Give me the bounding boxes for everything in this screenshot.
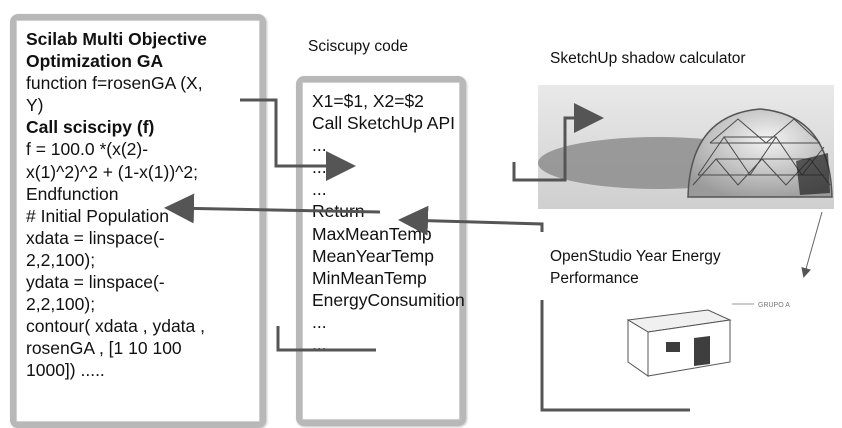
sciscupy-code-line: ... — [312, 135, 327, 156]
sketchup-title: SketchUp shadow calculator — [550, 50, 746, 67]
dome-opening — [796, 153, 830, 195]
arrow-bottom-connector — [540, 300, 690, 412]
scilab-code-line: 1000]) ..... — [26, 360, 105, 381]
openstudio-title-line2: Performance — [550, 270, 639, 287]
scilab-code-line: function f=rosenGA (X, — [26, 73, 203, 94]
scilab-code-line: contour( xdata , ydata , — [26, 316, 205, 337]
arrow-sciscupy-to-scilab — [164, 193, 381, 224]
window-shape — [666, 342, 680, 352]
scilab-code-line: ydata = linspace(- — [26, 272, 165, 293]
sciscupy-title: Sciscupy code — [308, 38, 408, 55]
sciscupy-code-line: MeanYearTemp — [312, 245, 434, 266]
sciscupy-code-line: MinMeanTemp — [312, 267, 427, 288]
scilab-code-line: xdata = linspace(- — [26, 227, 165, 248]
sciscupy-code-line: X1=$1, X2=$2 — [312, 91, 424, 111]
scilab-code-line: Scilab Multi Objective — [26, 29, 207, 49]
arrow-sketchup-to-openstudio — [801, 211, 823, 278]
arrow-scilab-to-sciscupy — [240, 98, 356, 181]
door-shape — [694, 336, 710, 366]
sciscupy-code-line: Call SketchUp API — [312, 113, 455, 134]
scilab-code-line: Endfunction — [26, 183, 119, 204]
model-label: GRUPO A — [758, 302, 790, 309]
sciscupy-code-line: ... — [312, 179, 327, 200]
arrow-openstudio-to-sciscupy — [398, 205, 544, 236]
arrow-lower-connector — [276, 326, 376, 352]
openstudio-title-line1: OpenStudio Year Energy — [550, 248, 721, 265]
building-model-image: GRUPO A — [626, 302, 790, 377]
scilab-code-line: x(1)^2)^2 + (1-x(1))^2; — [26, 161, 198, 182]
dome-shadow-image — [538, 85, 834, 209]
connector-arrows — [164, 98, 823, 412]
scilab-code-line: Optimization GA — [26, 51, 164, 72]
scilab-code-line: Y) — [26, 95, 44, 116]
arrow-sciscupy-to-sketchup — [512, 103, 604, 182]
scilab-code-line: 2,2,100); — [26, 294, 96, 315]
sciscupy-code-line: ... — [312, 311, 327, 332]
scilab-code-line: 2,2,100); — [26, 249, 96, 270]
scilab-code-line: # Initial Population — [26, 205, 170, 226]
sciscupy-code-line: EnergyConsumition — [312, 289, 465, 310]
scilab-code-line: rosenGA , [1 10 100 — [26, 338, 182, 359]
scilab-code-line: f = 100.0 *(x(2)- — [26, 139, 149, 160]
scilab-code-line: Call sciscipy (f) — [26, 117, 155, 138]
